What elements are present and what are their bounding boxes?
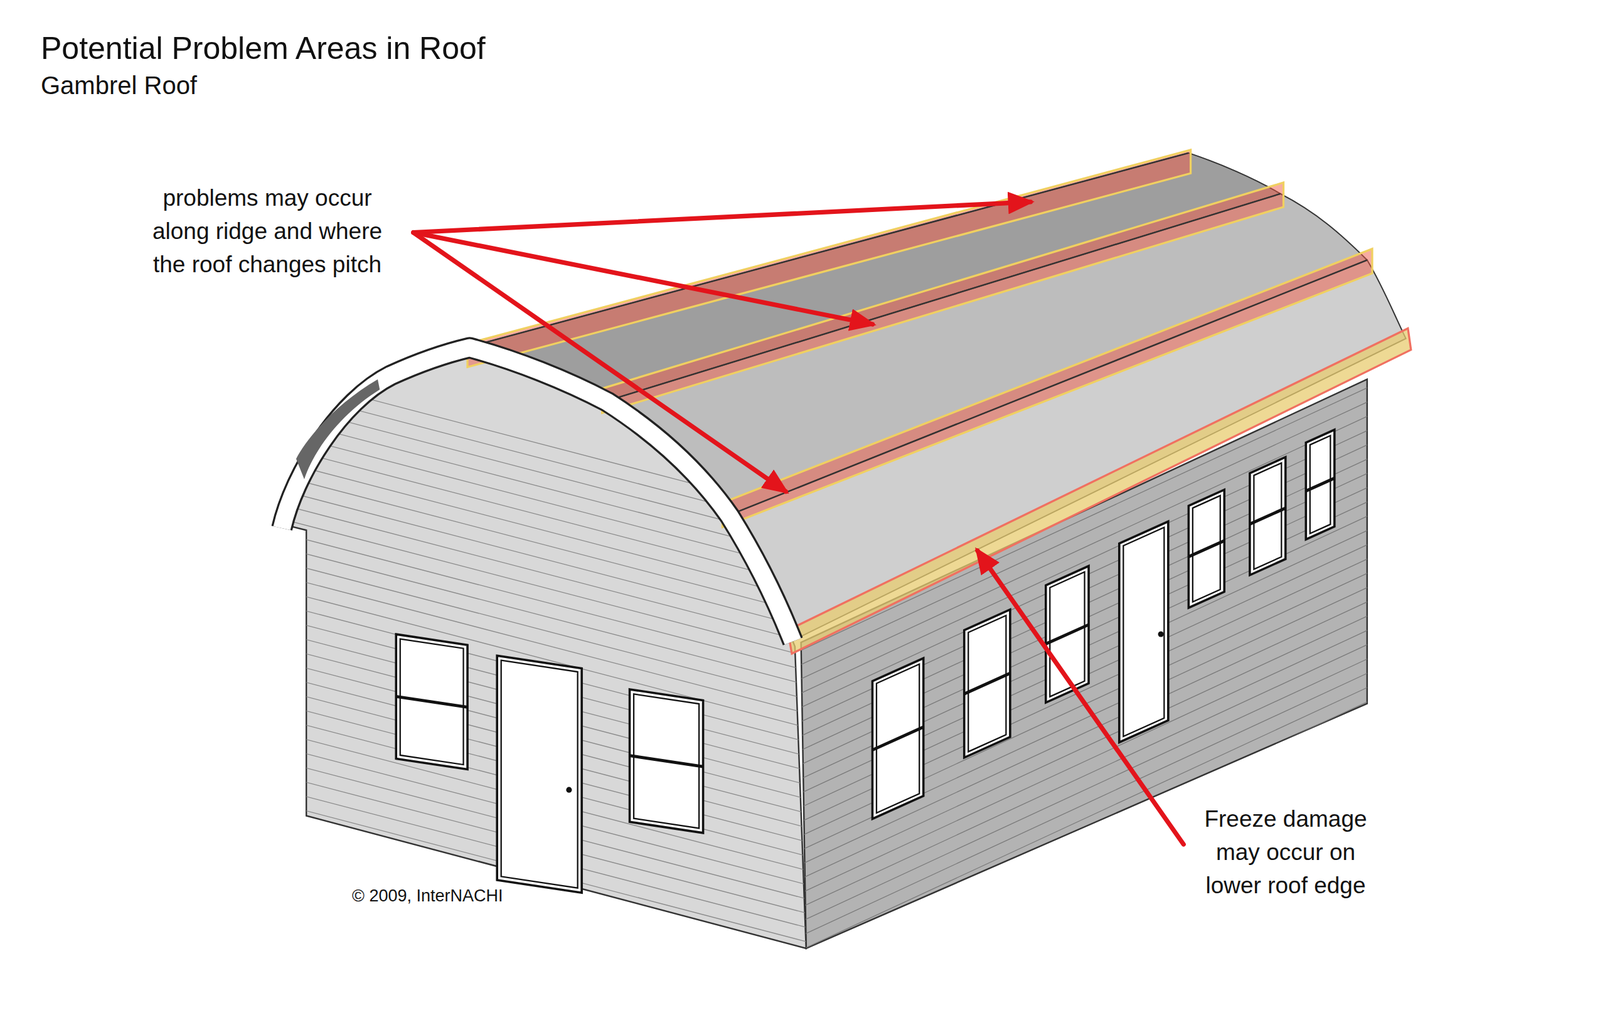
pitch-line [729, 260, 1368, 516]
gable-trim-outline [281, 347, 793, 642]
siding-line [286, 906, 817, 1035]
window-mullion [1188, 540, 1225, 558]
trim-shadow [296, 379, 380, 480]
leader-arrow [413, 232, 786, 492]
window-mullion [629, 756, 704, 768]
window-mullion [1249, 508, 1286, 525]
window [1188, 490, 1225, 608]
siding-line [795, 956, 1372, 1035]
pitch-line [607, 193, 1281, 401]
leader-arrow [413, 202, 1031, 233]
eave-highlight [787, 328, 1411, 654]
subtitle: Gambrel Roof [40, 71, 198, 100]
window-frame [872, 658, 923, 819]
window-mullion [395, 696, 468, 708]
window-mullion [872, 727, 923, 751]
door-frame [496, 655, 582, 893]
window [1305, 429, 1335, 540]
window-mullion [1045, 624, 1089, 645]
siding-line [795, 971, 1372, 1035]
siding-line [286, 534, 817, 674]
door-inner [501, 660, 578, 889]
door [496, 655, 582, 893]
window-frame [1188, 490, 1225, 608]
window [1249, 457, 1286, 576]
siding-line [286, 919, 817, 1035]
door-knob [1158, 631, 1164, 637]
door-frame [1119, 521, 1169, 743]
gable-trim [281, 347, 793, 642]
window-frame [1305, 429, 1335, 540]
window [629, 689, 704, 834]
window-frame [629, 689, 704, 834]
pitch-change-highlight [722, 249, 1373, 528]
window-mullion [1305, 478, 1335, 491]
diagram-title: Potential Problem Areas in Roof [40, 31, 486, 66]
door-knob [565, 787, 572, 794]
siding-line [795, 799, 1372, 1035]
door-inner [1123, 527, 1164, 737]
window-frame [395, 634, 468, 770]
window [395, 634, 468, 770]
siding-line [795, 914, 1372, 1035]
siding-line [795, 942, 1372, 1035]
door [1119, 521, 1169, 743]
callout-note: Freeze damage may occur on lower roof ed… [1188, 803, 1383, 903]
window-frame [1249, 457, 1286, 576]
callout-note: problems may occur along ridge and where… [138, 181, 396, 282]
siding-line [286, 877, 817, 1016]
leader-arrow [977, 550, 1184, 845]
window [872, 658, 923, 819]
window-mullion [964, 673, 1011, 694]
siding-line [286, 891, 817, 1031]
window-frame [964, 609, 1011, 758]
window [964, 609, 1011, 758]
siding-line [795, 885, 1372, 1035]
siding-line [286, 934, 817, 1035]
siding-line [795, 899, 1372, 1035]
copyright-note: © 2009, InterNACHI [352, 887, 504, 907]
siding-line [286, 948, 817, 1035]
siding-line [795, 842, 1372, 1035]
siding-line [795, 928, 1372, 1035]
